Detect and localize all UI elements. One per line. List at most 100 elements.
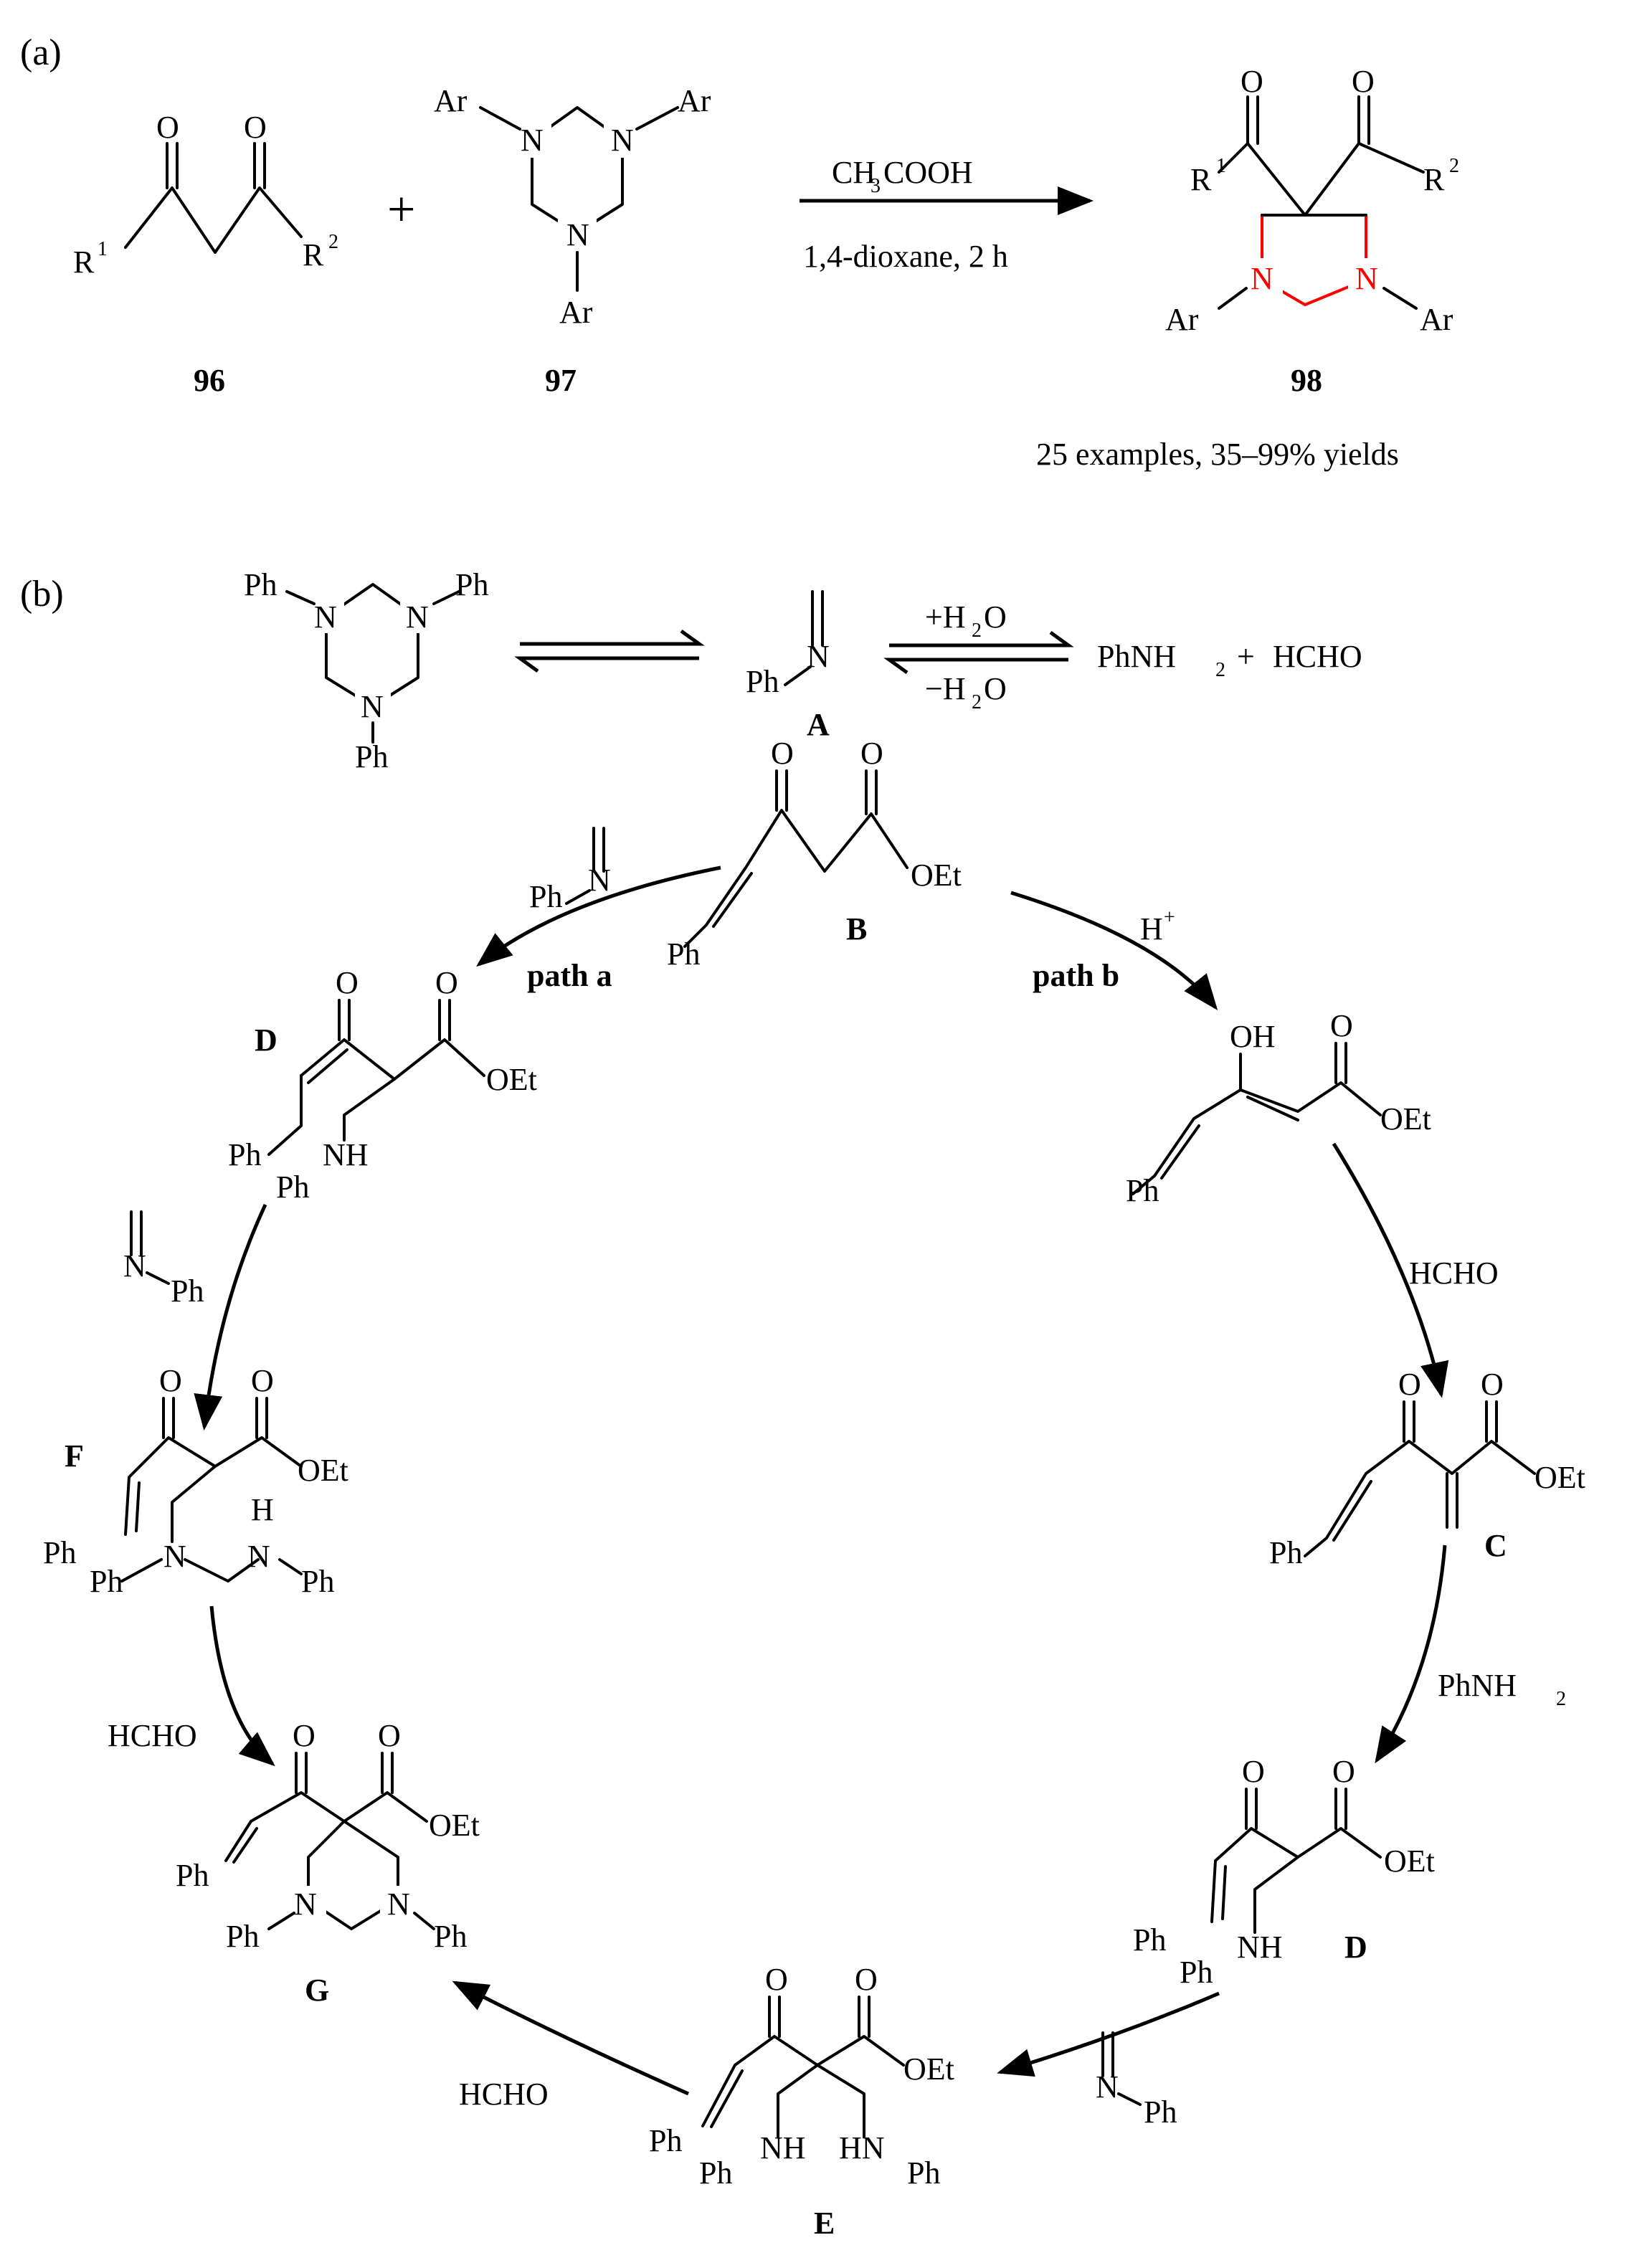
svg-text:Ph: Ph — [529, 879, 562, 914]
svg-text:Ph: Ph — [907, 2155, 940, 2191]
svg-text:E: E — [814, 2206, 835, 2241]
svg-text:O: O — [1352, 64, 1375, 99]
svg-text:D: D — [255, 1023, 278, 1058]
svg-text:O: O — [251, 1363, 274, 1398]
svg-text:N: N — [314, 599, 337, 635]
svg-text:Ph: Ph — [649, 2123, 682, 2158]
svg-text:Ph: Ph — [276, 1169, 309, 1205]
svg-text:Ph: Ph — [355, 739, 388, 774]
C-to-D-arrow — [1375, 1545, 1447, 1764]
equilibrium-arrow-1 — [514, 629, 705, 673]
hcho-label-1: HCHO — [1409, 1256, 1499, 1291]
svg-text:Ph: Ph — [90, 1564, 123, 1599]
D-to-F-arrow — [194, 1203, 267, 1430]
svg-text:O: O — [293, 1718, 316, 1753]
compound-D-top: O O OEt Ph NH Ph D — [228, 965, 537, 1205]
svg-text:Ar: Ar — [559, 295, 593, 330]
svg-text:D: D — [1344, 1930, 1367, 1965]
imine-reagent-3: N Ph — [1096, 2031, 1177, 2130]
compound-97-number: 97 — [545, 363, 577, 398]
svg-text:N: N — [294, 1887, 317, 1922]
panel-b-label: (b) — [20, 574, 64, 615]
svg-text:O: O — [1242, 1754, 1265, 1789]
svg-text:COOH: COOH — [883, 155, 973, 190]
svg-text:2: 2 — [1556, 1688, 1566, 1710]
svg-text:O: O — [1332, 1754, 1355, 1789]
compound-98-number: 98 — [1291, 363, 1322, 398]
compound-97: N N N Ar Ar Ar 97 — [434, 83, 711, 398]
svg-text:2: 2 — [1215, 659, 1225, 681]
E-to-G-arrow — [452, 1980, 690, 2096]
svg-text:N: N — [361, 689, 384, 724]
path-a-label: path a — [527, 958, 612, 993]
svg-text:Ph: Ph — [1180, 1955, 1213, 1990]
svg-text:N: N — [521, 123, 544, 158]
svg-text:N: N — [1355, 261, 1378, 296]
F-to-G-arrow — [209, 1605, 275, 1767]
svg-text:OEt: OEt — [1380, 1101, 1431, 1137]
svg-text:R: R — [73, 245, 95, 280]
svg-text:2: 2 — [972, 620, 982, 642]
svg-text:Ph: Ph — [228, 1137, 261, 1172]
imine-reagent-2: N Ph — [123, 1210, 204, 1309]
svg-text:NH: NH — [760, 2130, 806, 2165]
svg-text:OEt: OEt — [1384, 1844, 1435, 1879]
equilibrium-arrow-2: +H 2 O −H 2 O — [883, 599, 1074, 713]
svg-text:O: O — [435, 965, 458, 1000]
svg-text:Ph: Ph — [43, 1535, 76, 1570]
svg-text:O: O — [1330, 1008, 1353, 1043]
svg-text:1: 1 — [98, 238, 108, 260]
svg-text:N: N — [123, 1248, 146, 1284]
svg-text:R: R — [1423, 162, 1445, 197]
imine-A: N Ph A — [746, 590, 830, 742]
svg-text:Ph: Ph — [301, 1564, 334, 1599]
compound-98: N N O O R 1 R 2 Ar Ar 98 — [1165, 64, 1459, 398]
svg-text:OEt: OEt — [911, 858, 962, 893]
scope-summary: 25 examples, 35–99% yields — [1036, 437, 1399, 472]
svg-text:3: 3 — [871, 175, 881, 197]
svg-text:O: O — [156, 110, 179, 145]
svg-text:+: + — [1237, 639, 1255, 674]
compound-B: O O OEt Ph B — [667, 736, 962, 972]
svg-text:Ar: Ar — [1165, 302, 1199, 337]
svg-text:2: 2 — [1449, 155, 1459, 177]
svg-text:Ph: Ph — [746, 664, 779, 699]
svg-text:Ph: Ph — [434, 1919, 467, 1954]
svg-text:Ph: Ph — [244, 567, 277, 602]
compound-E: O O OEt Ph NH HN Ph Ph E — [649, 1962, 954, 2241]
D-to-E-arrow — [997, 1991, 1220, 2077]
svg-text:2: 2 — [972, 691, 982, 713]
svg-text:O: O — [984, 671, 1007, 706]
svg-text:1: 1 — [1216, 155, 1226, 177]
svg-text:HCHO: HCHO — [1273, 639, 1362, 674]
hcho-label-3: HCHO — [459, 2077, 549, 2112]
svg-text:N: N — [163, 1539, 186, 1574]
svg-text:Ph: Ph — [699, 2155, 732, 2191]
svg-text:Ph: Ph — [455, 567, 488, 602]
svg-text:OEt: OEt — [486, 1062, 537, 1097]
svg-text:Ar: Ar — [678, 83, 711, 118]
phenyl-triazinane: N N N Ph Ph Ph — [244, 567, 488, 774]
svg-text:OEt: OEt — [429, 1808, 480, 1843]
svg-text:N: N — [588, 863, 611, 898]
svg-text:Ph: Ph — [1126, 1173, 1159, 1208]
svg-text:F: F — [65, 1438, 84, 1474]
svg-text:Ar: Ar — [1420, 302, 1453, 337]
svg-text:1,4-dioxane, 2 h: 1,4-dioxane, 2 h — [803, 239, 1008, 274]
svg-text:OEt: OEt — [903, 2051, 954, 2087]
svg-text:N: N — [611, 123, 634, 158]
reaction-arrow-a: CH 3 COOH 1,4-dioxane, 2 h — [800, 155, 1094, 274]
svg-text:+H: +H — [925, 599, 966, 635]
svg-text:Ph: Ph — [226, 1919, 259, 1954]
svg-text:OEt: OEt — [1534, 1460, 1585, 1495]
svg-text:O: O — [336, 965, 359, 1000]
svg-text:HN: HN — [839, 2130, 885, 2165]
svg-text:O: O — [860, 736, 883, 771]
svg-text:Ph: Ph — [1269, 1535, 1302, 1570]
phnh2-label: PhNH — [1438, 1668, 1517, 1703]
path-b-label: path b — [1033, 958, 1119, 993]
hcho-label-2: HCHO — [108, 1718, 197, 1753]
svg-text:NH: NH — [1237, 1930, 1283, 1965]
svg-text:N: N — [406, 599, 429, 635]
